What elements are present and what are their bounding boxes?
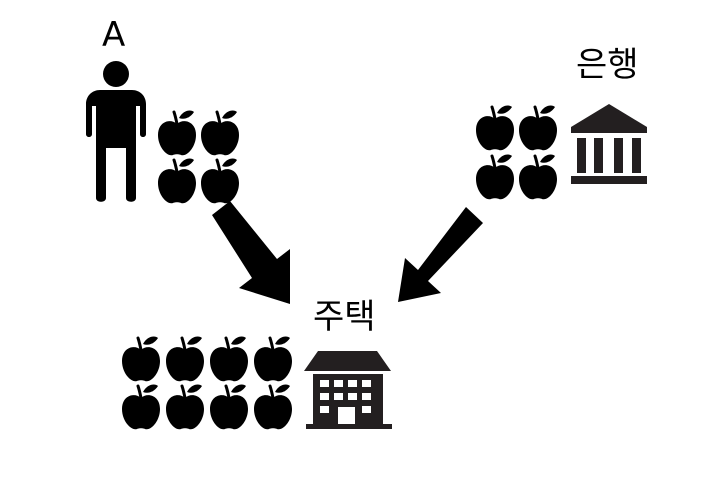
house-icon xyxy=(304,351,392,429)
arrow-icon xyxy=(212,201,290,304)
bank-label: 은행 xyxy=(576,45,639,85)
apple-icon xyxy=(474,103,516,152)
apple-icon xyxy=(156,108,198,157)
bank-icon xyxy=(571,104,647,184)
apple-icon xyxy=(517,152,559,201)
arrow-icon xyxy=(398,207,483,302)
apple-group-person xyxy=(156,108,241,205)
apple-icon xyxy=(156,156,198,205)
person-label: A xyxy=(102,15,126,55)
apple-icon xyxy=(164,382,206,431)
apple-icon xyxy=(164,334,206,383)
house-label: 주택 xyxy=(313,297,376,337)
apple-icon xyxy=(252,334,294,383)
apple-icon xyxy=(120,334,162,383)
apple-group-house xyxy=(120,334,294,431)
apple-icon xyxy=(517,103,559,152)
apple-icon xyxy=(252,382,294,431)
person-icon xyxy=(86,61,146,202)
apple-icon xyxy=(208,382,250,431)
apple-group-bank xyxy=(474,103,559,201)
apple-icon xyxy=(120,382,162,431)
apple-icon xyxy=(474,152,516,201)
apple-icon xyxy=(199,156,241,205)
apple-icon xyxy=(199,108,241,157)
apple-icon xyxy=(208,334,250,383)
